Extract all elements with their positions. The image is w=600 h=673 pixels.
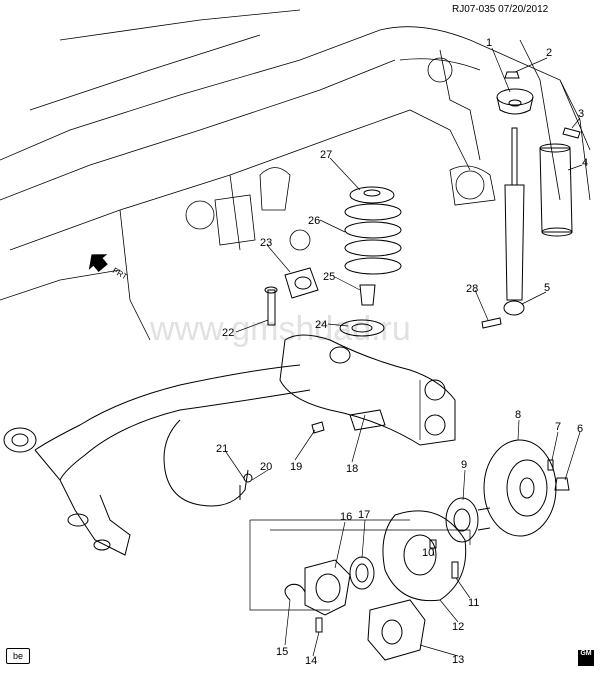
callout-22: 22 <box>222 327 234 339</box>
callout-1: 1 <box>486 37 492 49</box>
jounce-bumper <box>359 284 376 306</box>
callout-27: 27 <box>320 149 332 161</box>
body-structure-background <box>0 9 591 341</box>
callout-6: 6 <box>577 423 583 435</box>
callout-26: 26 <box>308 215 320 227</box>
brake-caliper <box>367 599 426 661</box>
callout-3: 3 <box>578 108 584 120</box>
callout-13: 13 <box>452 654 464 666</box>
shock-absorber <box>503 127 525 316</box>
callout-25: 25 <box>323 271 335 283</box>
wheel-nut <box>554 477 570 491</box>
shock-mount-nut <box>504 71 520 79</box>
rear-axle-beam <box>3 334 456 556</box>
shock-mount-bolt <box>562 127 581 139</box>
callout-leaders <box>225 47 583 657</box>
callout-16: 16 <box>340 511 352 523</box>
abs-sensor-wire <box>163 419 253 507</box>
callout-21: 21 <box>216 443 228 455</box>
wheel-bearing <box>349 556 375 590</box>
bushing-bolt <box>264 286 278 326</box>
callout-28: 28 <box>466 283 478 295</box>
callout-9: 9 <box>461 459 467 471</box>
shield-screw <box>429 539 437 549</box>
callout-20: 20 <box>260 461 272 473</box>
callout-numbers: 1 2 3 4 5 6 7 8 9 10 11 12 13 14 15 16 1… <box>216 37 588 667</box>
gm-logo: GM <box>578 650 594 666</box>
front-direction-arrow: FRT <box>88 254 129 281</box>
rotor-screw <box>547 459 554 471</box>
callout-18: 18 <box>346 463 358 475</box>
callout-4: 4 <box>582 157 588 169</box>
snap-ring <box>284 583 306 601</box>
wheel-hub <box>445 497 491 543</box>
callout-11: 11 <box>468 597 479 609</box>
callout-24: 24 <box>315 319 327 331</box>
callout-12: 12 <box>452 621 464 633</box>
callout-17: 17 <box>358 509 370 521</box>
housing-bolt <box>315 617 323 633</box>
spring-lower-insulator <box>339 319 385 337</box>
shock-dust-boot <box>539 143 573 237</box>
callout-19: 19 <box>290 461 302 473</box>
diagram-reference: RJ07-035 07/20/2012 <box>452 4 549 15</box>
corner-tag: be <box>6 648 30 664</box>
wheel-bearing-housing <box>304 559 351 616</box>
callout-10: 10 <box>422 547 434 559</box>
callout-7: 7 <box>555 421 561 433</box>
watermark: www.gmshdad.ru <box>149 310 411 348</box>
shock-lower-bolt <box>481 317 502 329</box>
spring-upper-insulator <box>349 186 395 204</box>
callout-8: 8 <box>515 409 521 421</box>
callout-14: 14 <box>305 655 317 667</box>
axle-bolt <box>311 421 325 434</box>
exploded-assembly-leaders <box>249 380 471 611</box>
brake-rotor <box>483 439 557 537</box>
shock-upper-mount <box>496 88 534 115</box>
callout-15: 15 <box>276 646 288 658</box>
callout-2: 2 <box>546 47 552 59</box>
callout-23: 23 <box>260 237 272 249</box>
coil-spring <box>344 203 402 275</box>
callout-5: 5 <box>544 282 550 294</box>
trailing-arm-bushing <box>284 267 319 299</box>
wheel-stud <box>451 561 459 579</box>
